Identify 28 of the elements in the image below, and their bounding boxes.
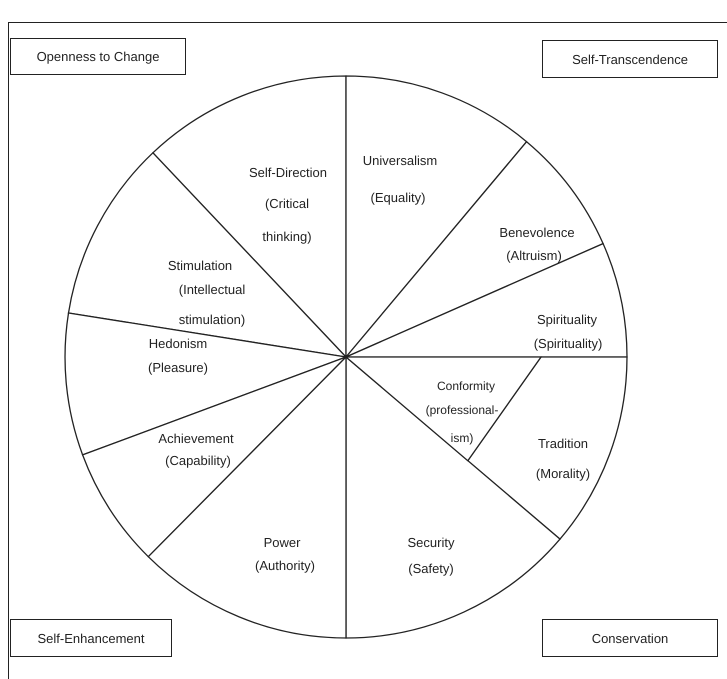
value-example: (Equality) [370, 190, 426, 205]
value-example: (professional-ism) [426, 403, 498, 445]
value-name: Achievement [158, 431, 234, 446]
value-example: (Intellectual stimulation) [178, 282, 246, 327]
value-example: (Morality) [536, 466, 590, 481]
value-example: (Critical thinking) [262, 196, 312, 244]
value-example: (Altruism) [506, 248, 562, 263]
value-name: Benevolence [499, 225, 575, 240]
value-name: Spirituality [537, 312, 597, 327]
value-example: (Authority) [255, 558, 315, 573]
value-name: Power [264, 535, 300, 550]
circle-sector [64, 312, 347, 456]
value-example: (Capability) [165, 453, 231, 468]
circle-sector [68, 152, 347, 358]
category-box: Conservation [542, 619, 718, 657]
value-name: Stimulation [168, 258, 232, 273]
value-example: (Safety) [408, 561, 454, 576]
value-name: Conformity [436, 379, 495, 393]
value-name: Security [408, 535, 454, 550]
value-example: (Pleasure) [148, 360, 208, 375]
value-name: Universalism [362, 153, 438, 168]
category-box: Openness to Change [10, 38, 186, 75]
category-box: Self-Enhancement [10, 619, 172, 657]
value-example: (Spirituality) [534, 336, 602, 351]
category-box: Self-Transcendence [542, 40, 718, 78]
value-name: Self-Direction [248, 165, 328, 180]
value-name: Tradition [538, 436, 588, 451]
value-name: Hedonism [148, 336, 208, 351]
